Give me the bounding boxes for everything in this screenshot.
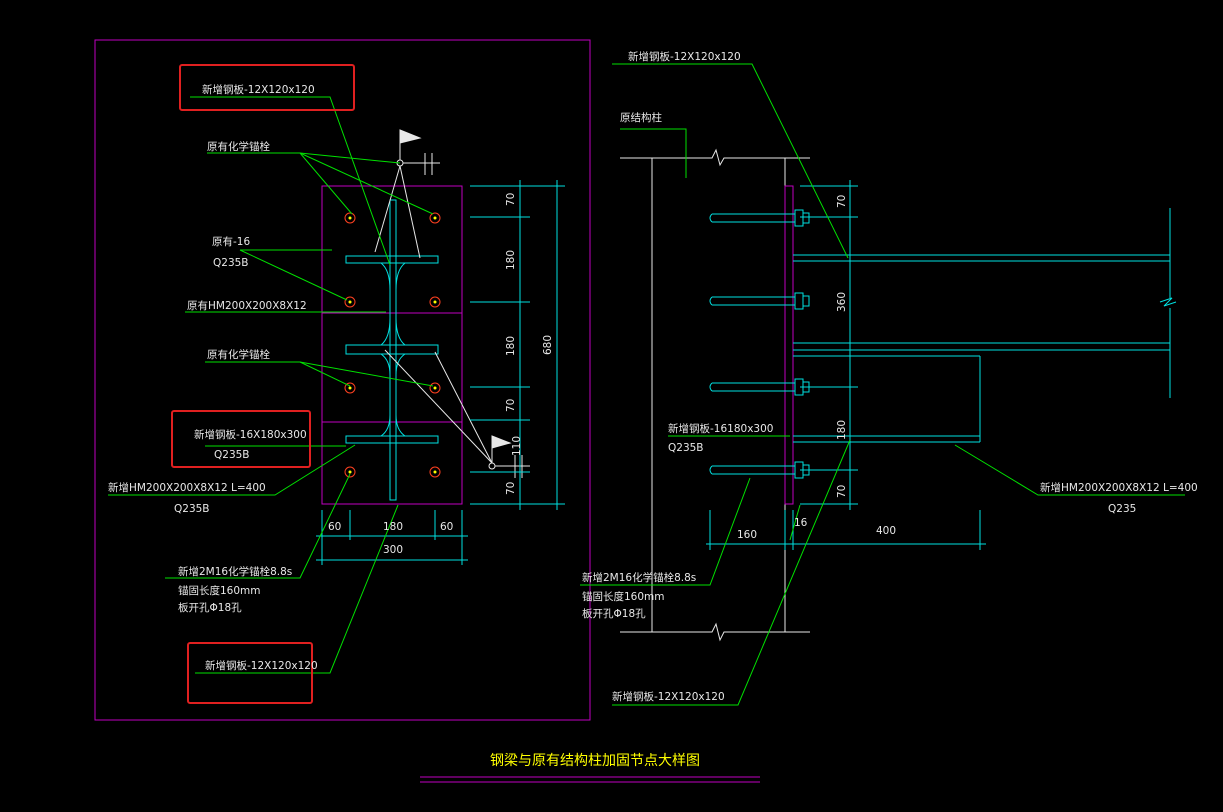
anchor-bolt [429, 212, 441, 224]
beam-flange [345, 255, 439, 264]
steel-beam-sections [345, 199, 439, 501]
label-chem-anchor-top: 原有化学锚栓 [207, 140, 270, 153]
r-dim-70-bottom: 70 [836, 485, 848, 498]
anchor-bolt [344, 382, 356, 394]
anchor-bolts [344, 212, 441, 478]
label-new-anchor-1: 新增2M16化学锚栓8.8s [178, 565, 292, 578]
anchor-bolt [344, 296, 356, 308]
anchor-bolt [429, 466, 441, 478]
label-chem-anchor-mid: 原有化学锚栓 [207, 348, 270, 361]
r-label-new-beam-grade: Q235 [1108, 503, 1136, 515]
dimension-lines-right [470, 180, 565, 510]
label-new-plate-top: 新增钢板-12X120x120 [202, 83, 315, 96]
r-label-new-plate-top: 新增钢板-12X120x120 [628, 50, 741, 63]
r-label-new-plate-mid-grade: Q235B [668, 442, 704, 454]
drawing-title: 钢梁与原有结构柱加固节点大样图 [490, 753, 700, 769]
r-dim-70-top: 70 [836, 195, 848, 208]
right-beams [793, 208, 1177, 443]
dim-left-110: 110 [511, 436, 523, 456]
right-dimension-lines [706, 180, 986, 550]
highlight-box-mid [171, 410, 311, 468]
left-elevation-view: 新增钢板-12X120x120 原有化学锚栓 原有-16 Q235B 原有HM2… [94, 39, 591, 721]
highlight-box-top [179, 64, 355, 111]
r-dim-400: 400 [876, 525, 896, 537]
beam-web [389, 199, 397, 501]
label-orig-beam: 原有HM200X200X8X12 [187, 299, 307, 312]
anchor-bolt [344, 212, 356, 224]
right-anchor-rods [709, 209, 810, 479]
beam-web-fillet [380, 262, 406, 346]
r-label-new-plate-bottom: 新增钢板-12X120x120 [612, 690, 725, 703]
bolt-centers [348, 216, 437, 474]
right-section-view: 新增钢板-12X120x120 原结构柱 新增钢板-16180x300 Q235… [580, 50, 1198, 706]
dim-bottom-60-left: 60 [328, 521, 341, 533]
beam-flange [345, 435, 439, 444]
beam-flange [345, 344, 439, 355]
r-dim-180: 180 [836, 420, 848, 440]
anchor-bolt [429, 296, 441, 308]
beam-web-fillet [380, 353, 406, 437]
weld-symbol-bottom [384, 349, 530, 478]
dim-bottom-total-300: 300 [383, 544, 403, 556]
dim-left-70-top: 70 [505, 193, 517, 206]
r-label-new-anchor-3: 板开孔Φ18孔 [582, 607, 646, 620]
label-new-anchor-2: 锚固长度160mm [178, 584, 261, 597]
label-new-beam: 新增HM200X200X8X12 L=400 [108, 481, 266, 494]
original-column [620, 148, 810, 642]
dim-bottom-60-right: 60 [440, 521, 453, 533]
r-label-new-anchor-1: 新增2M16化学锚栓8.8s [582, 571, 696, 584]
label-new-beam-grade: Q235B [174, 503, 210, 515]
r-dim-160: 160 [737, 529, 757, 541]
right-base-plate [784, 185, 794, 505]
label-new-plate-mid-grade: Q235B [214, 449, 250, 461]
dim-left-total-680: 680 [542, 335, 554, 355]
drawing-title-block: 钢梁与原有结构柱加固节点大样图 [420, 753, 760, 783]
r-label-orig-column: 原结构柱 [620, 111, 662, 124]
leader-lines [108, 96, 434, 674]
weld-symbol-top [374, 129, 440, 259]
dim-left-70-bottom: 70 [505, 482, 517, 495]
label-orig-plate-grade: Q235B [213, 257, 249, 269]
dim-left-180-b: 180 [505, 336, 517, 356]
right-leader-lines [580, 63, 1185, 706]
dimension-lines-bottom [316, 510, 468, 565]
label-new-anchor-3: 板开孔Φ18孔 [178, 601, 242, 614]
r-label-new-anchor-2: 锚固长度160mm [582, 590, 665, 603]
label-new-plate-mid: 新增钢板-16X180x300 [194, 428, 307, 441]
anchor-bolt [344, 466, 356, 478]
label-orig-plate: 原有-16 [212, 235, 250, 248]
dim-bottom-180: 180 [383, 521, 403, 533]
r-dim-360: 360 [836, 292, 848, 312]
highlight-boxes [171, 64, 355, 704]
label-new-plate-bottom: 新增钢板-12X120x120 [205, 659, 318, 672]
left-view-frame [94, 39, 591, 721]
dim-left-180-a: 180 [505, 250, 517, 270]
anchor-bolt [429, 382, 441, 394]
r-label-new-beam: 新增HM200X200X8X12 L=400 [1040, 481, 1198, 494]
r-dim-16: 16 [794, 517, 808, 529]
dim-left-70-mid: 70 [505, 399, 517, 412]
highlight-box-bottom [187, 642, 313, 704]
r-label-new-plate-mid: 新增钢板-16180x300 [668, 422, 773, 435]
base-plate-outline [321, 185, 463, 505]
